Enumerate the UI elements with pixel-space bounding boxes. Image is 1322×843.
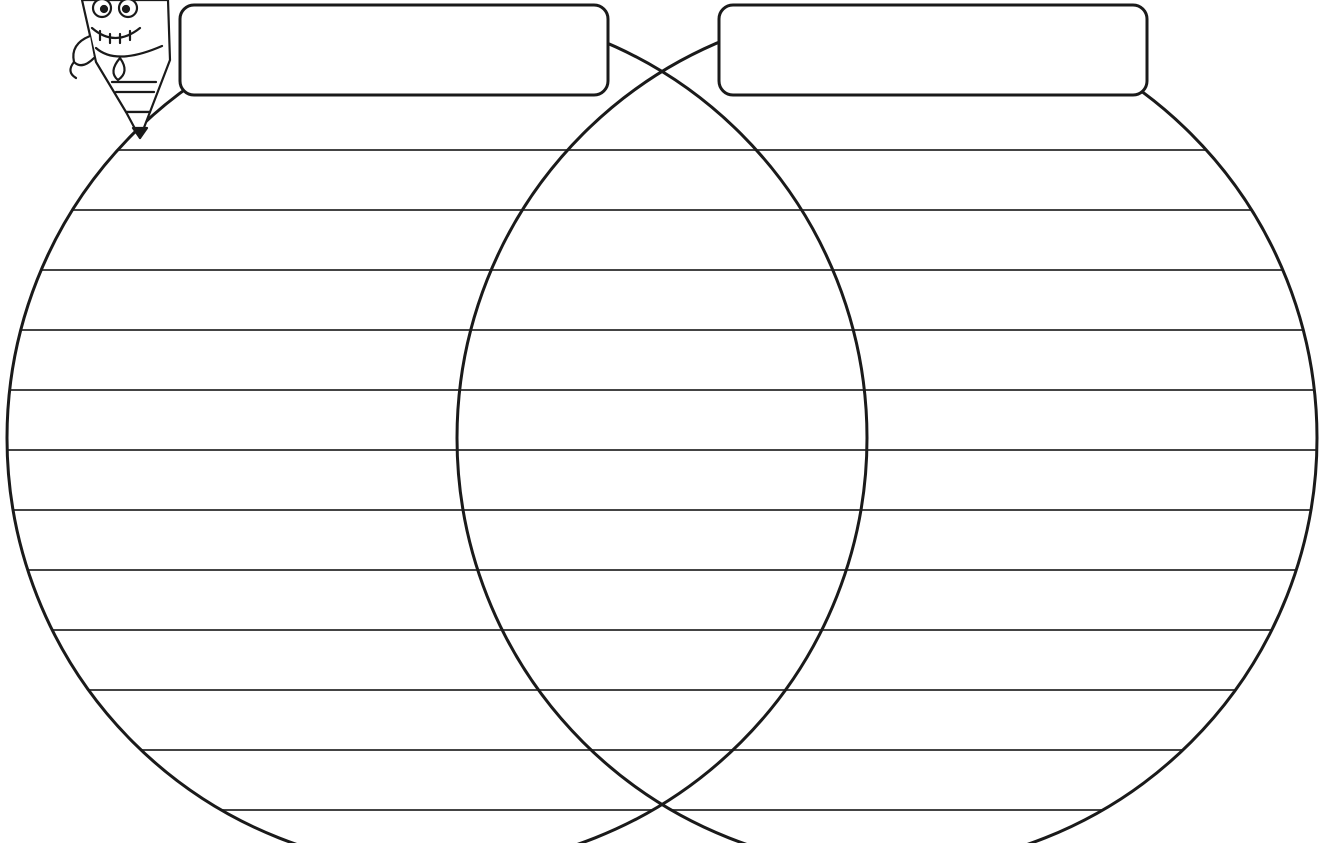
pencil-mascot-icon	[70, 0, 170, 138]
right-title-box[interactable]	[719, 5, 1147, 95]
right-circle-writing-lines	[430, 150, 1322, 810]
left-circle-writing-lines	[0, 150, 892, 810]
left-title-box[interactable]	[180, 5, 608, 95]
right-circle	[457, 8, 1317, 843]
